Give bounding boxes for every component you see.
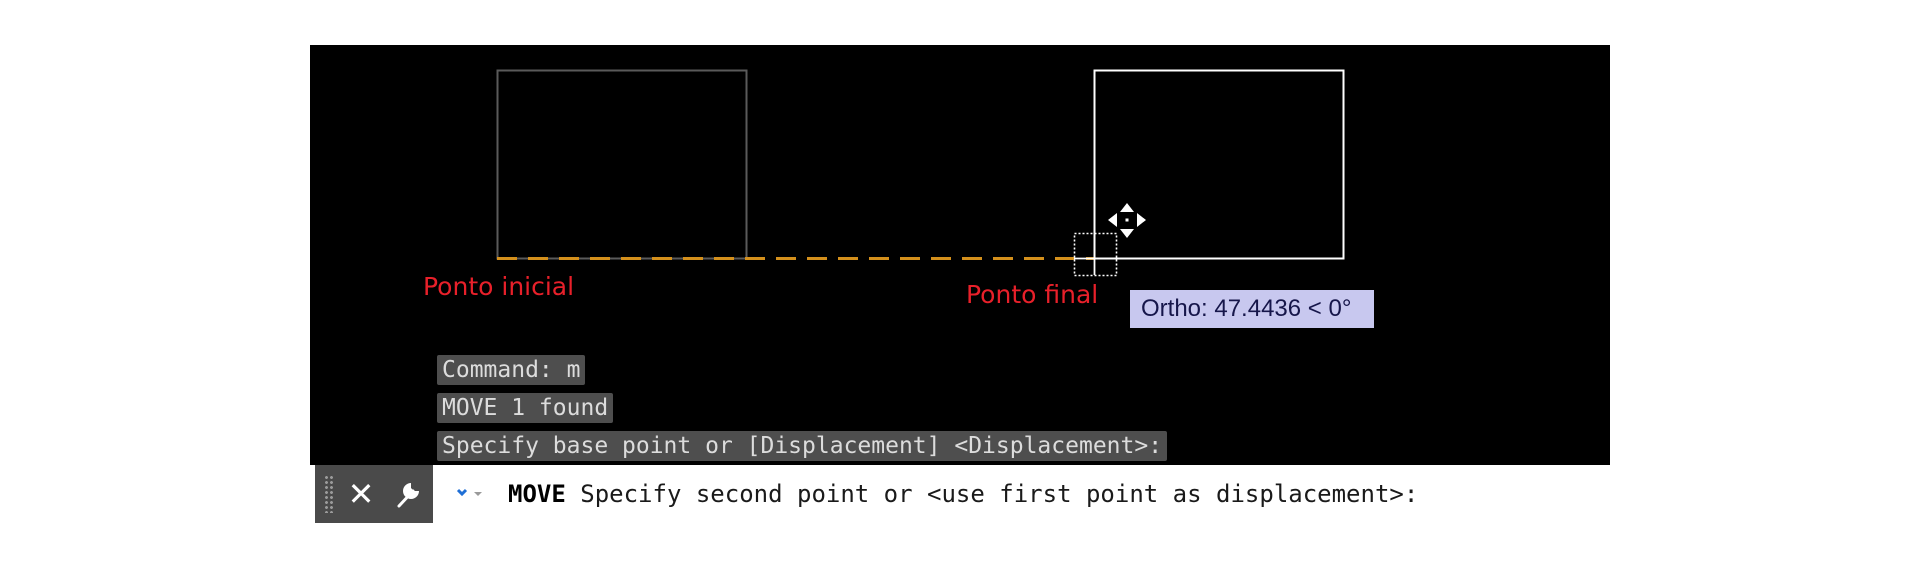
command-prompt-text: Specify second point or <use first point… xyxy=(580,480,1419,508)
crosshair-cursor-icon xyxy=(1073,232,1118,277)
drawing-viewport[interactable]: Ponto inicial Ponto final Ortho: 47.4436… xyxy=(310,45,1610,523)
command-input[interactable]: MOVE Specify second point or <use first … xyxy=(508,465,1418,523)
command-line-toolbar: ✕ xyxy=(315,465,433,523)
active-command-name: MOVE xyxy=(508,480,566,508)
command-history-line: MOVE 1 found xyxy=(437,393,614,423)
ortho-tooltip: Ortho: 47.4436 < 0° xyxy=(1130,290,1374,328)
wrench-icon[interactable] xyxy=(387,474,429,514)
command-history-line: Command: m xyxy=(437,355,586,385)
command-line-bar[interactable]: ✕ MOVE Specify second point or <use firs… xyxy=(310,465,1610,523)
start-point-annotation: Ponto inicial xyxy=(423,272,575,301)
command-history-line: Specify base point or [Displacement] <Di… xyxy=(437,431,1168,461)
drag-grip-handle[interactable] xyxy=(324,475,334,513)
end-point-annotation: Ponto final xyxy=(966,280,1099,309)
original-rectangle xyxy=(496,69,748,260)
drawing-canvas[interactable] xyxy=(310,45,1610,465)
close-icon[interactable]: ✕ xyxy=(347,475,375,513)
recent-commands-icon[interactable] xyxy=(450,477,490,511)
moved-rectangle-preview xyxy=(1093,69,1345,260)
move-arrows-icon xyxy=(1108,203,1146,238)
